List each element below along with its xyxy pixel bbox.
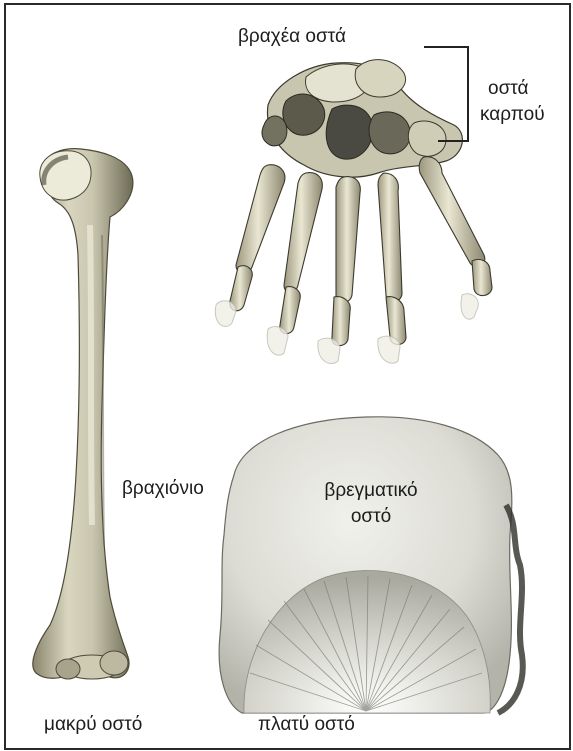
carpal-bones-label-line2: καρπού (480, 103, 545, 128)
parietal-bone (219, 417, 523, 713)
humerus-bone (33, 149, 133, 679)
flat-bone-label: πλατύ οστό (258, 713, 355, 738)
long-bone-label: μακρύ οστό (44, 713, 142, 738)
parietal-label-line2: οστό (316, 505, 426, 530)
figure-frame: βραχέα οστά οστά καρπού βραχιόνιο βρεγμα… (4, 3, 571, 750)
short-bones-label: βραχέα οστά (238, 25, 346, 50)
parietal-label-line1: βρεγματικό (316, 479, 426, 504)
carpal-bones-label-line1: οστά (488, 77, 529, 102)
hand-bones (215, 60, 492, 364)
humerus-label: βραχιόνιο (122, 477, 204, 502)
